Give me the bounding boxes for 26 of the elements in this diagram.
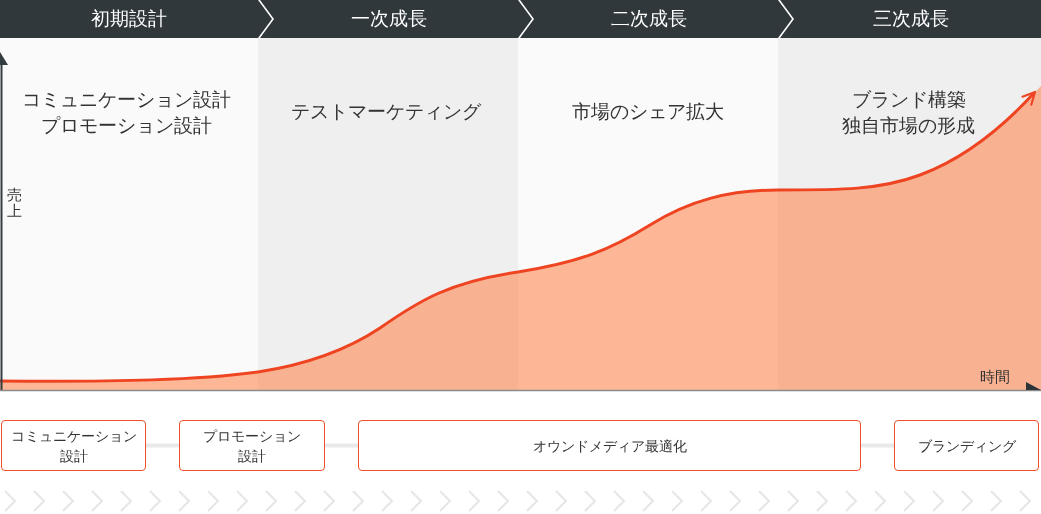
phase-description: 独自市場の形成	[841, 114, 975, 138]
phase-band	[520, 0, 792, 38]
phase-title: 二次成長	[610, 8, 688, 30]
phase-title: 三次成長	[871, 8, 950, 30]
phase-description: 市場のシェア拡大	[572, 100, 724, 124]
activity-box	[179, 420, 325, 471]
activity-label: コミュニケーション設計	[9, 426, 138, 466]
axis-label: 売上	[7, 188, 22, 220]
activity-label: プロモーション設計	[202, 426, 302, 466]
activity-box	[358, 420, 861, 471]
phase-band	[0, 0, 272, 38]
connector-line	[861, 443, 894, 448]
connector-line	[325, 443, 358, 448]
phase-title: 初期設計	[90, 8, 168, 30]
activity-box	[894, 420, 1039, 471]
axis-label: 時間	[980, 368, 1010, 386]
phase-description: コミュニケーション設計	[21, 88, 231, 112]
phase-band	[780, 0, 1041, 38]
phase-description: ブランド構築	[852, 88, 966, 112]
activity-label: オウンドメディア最適化	[532, 436, 687, 456]
activity-box	[1, 420, 146, 471]
phase-description: プロモーション設計	[40, 114, 212, 138]
phase-title: 一次成長	[350, 8, 428, 30]
phase-description: テストマーケティング	[291, 100, 481, 124]
activity-label: ブランディング	[917, 436, 1016, 456]
connector-line	[146, 443, 179, 448]
